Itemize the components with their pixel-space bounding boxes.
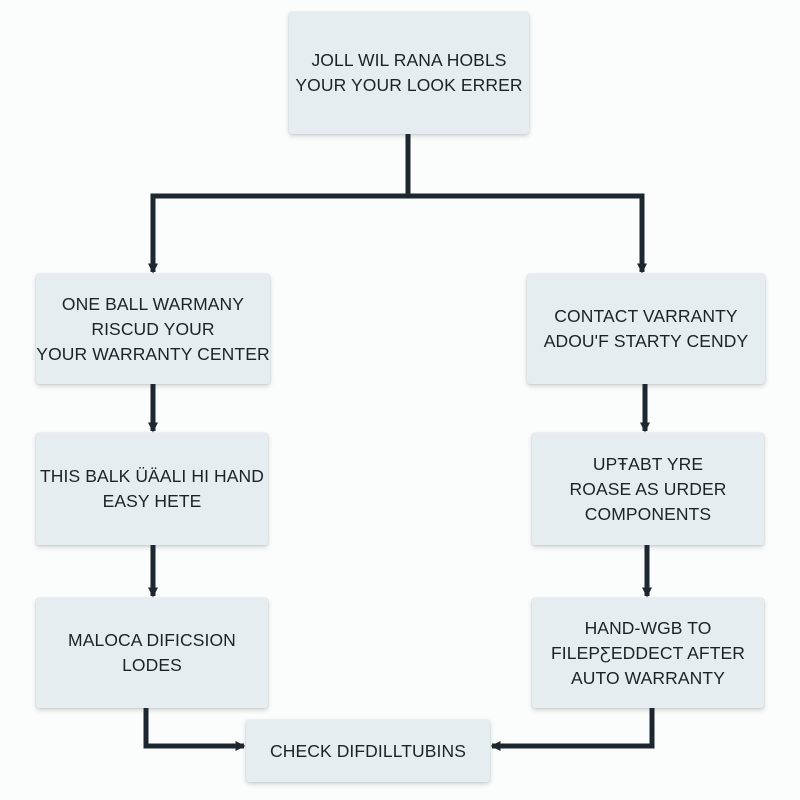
connector-left-3-to-bottom	[143, 708, 246, 751]
node-text-line: MALOCA DIFICSION	[68, 630, 236, 650]
right-step-2-node: UPŦABT YRE ROASE AS URDER COMPONENTS	[532, 433, 764, 545]
right-step-1-node: CONTACT VARRANTY ADOU'F STARTY CENDY	[527, 274, 765, 384]
node-text-line: ADOU'F STARTY CENDY	[543, 331, 749, 351]
node-text-line: CHECK DIFDILLTUBINS	[269, 740, 467, 761]
node-text-line: YOUR WARRANTY CENTER	[36, 343, 270, 364]
left-step-2-node: THIS BALK ÜÄALI HI HAND EASY HETE	[36, 433, 268, 545]
node-text-line: THIS BALK ÜÄALI HI HAND	[39, 466, 265, 486]
node-text-line: ONE BALL WARMANY	[61, 293, 245, 314]
node-text-line: EASY HETE	[102, 491, 202, 511]
node-text-line: JOLL WIL RANA HOBLS	[311, 50, 507, 70]
node-text-line: FILEPƸEDDECT AFTER	[550, 642, 745, 663]
node-text-line: LODES	[122, 655, 182, 675]
node-text-line: YOUR YOUR LOOK ERRER	[295, 75, 523, 95]
connector-right-3-to-bottom	[490, 708, 655, 751]
left-step-3-node: MALOCA DIFICSION LODES	[36, 598, 268, 708]
node-text-line: RISCUD YOUR	[91, 318, 215, 339]
connector-top-to-right-1	[408, 193, 647, 274]
node-text-line: HAND-WGB TO	[584, 617, 712, 638]
start-node: JOLL WIL RANA HOBLS YOUR YOUR LOOK ERRER	[289, 12, 529, 134]
left-step-1-node: ONE BALL WARMANY RISCUD YOUR YOUR WARRAN…	[36, 274, 270, 384]
node-text-line: UPŦABT YRE	[592, 453, 704, 474]
node-text-line: ROASE AS URDER	[569, 478, 727, 499]
node-text-line: AUTO WARRANTY	[571, 667, 725, 688]
right-step-3-node: HAND-WGB TO FILEPƸEDDECT AFTER AUTO WARR…	[532, 598, 764, 708]
end-node: CHECK DIFDILLTUBINS	[246, 720, 490, 782]
connector-top-to-left-1	[148, 193, 408, 274]
node-text-line: CONTACT VARRANTY	[554, 306, 738, 326]
node-text-line: COMPONENTS	[584, 503, 712, 524]
